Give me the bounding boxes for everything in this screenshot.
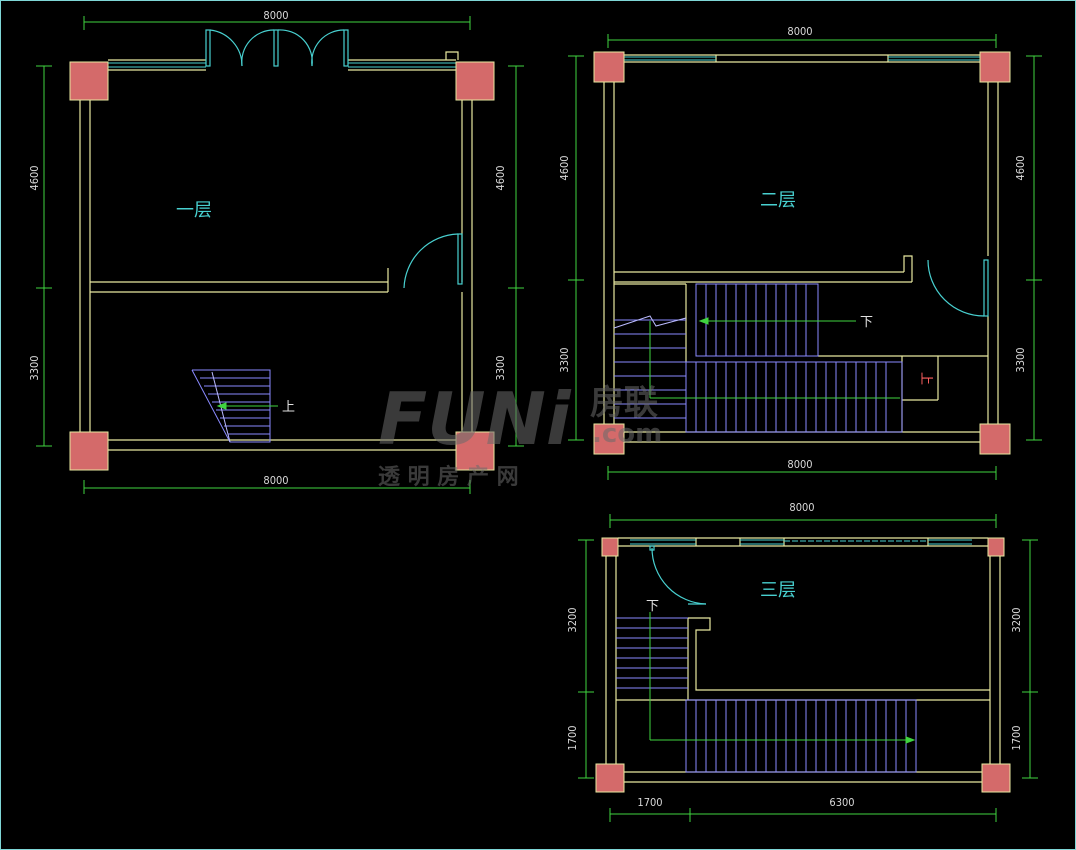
floor-1-walls [79, 51, 473, 452]
floor-2-dim-right-upper: 4600 [1014, 155, 1027, 180]
floor-3-dim-top: 8000 [789, 501, 814, 514]
floor-1-interior-door [403, 233, 463, 289]
floor-2-dim-right-lower: 3300 [1014, 347, 1027, 372]
floor-3-stair-lower [685, 699, 917, 773]
floor-2-dim-bottom: 8000 [787, 458, 812, 471]
floor-1-stair-label: 上 [282, 400, 295, 415]
floor-3-dim-right-lower: 1700 [1010, 725, 1023, 750]
floor-2-window [624, 56, 980, 61]
floor-1-dim-left-upper: 4600 [28, 165, 41, 190]
floor-2-room-label: 二层 [760, 190, 796, 211]
floor-3-walls [605, 537, 1001, 783]
floor-3-plan: 8000 1700 6300 3200 1700 3200 1700 [566, 501, 1038, 822]
floor-2-dimension-lines [568, 34, 1042, 480]
floor-1-dim-right-lower: 3300 [494, 355, 507, 380]
floor-3-dim-right-upper: 3200 [1010, 607, 1023, 632]
floor-3-dim-bottom-left: 1700 [637, 796, 662, 809]
watermark-domain: .com [592, 419, 662, 449]
floor-2-dim-left-upper: 4600 [558, 155, 571, 180]
floor-3-window [630, 539, 972, 545]
floor-2-dim-top: 8000 [787, 25, 812, 38]
floor-3-dimension-lines [578, 514, 1038, 822]
floor-2-stair-arrows [649, 317, 900, 399]
floor-1-window [108, 62, 456, 68]
floor-2-plan: 8000 8000 4600 3300 4600 3300 [558, 25, 1042, 480]
floor-1-dim-left-lower: 3300 [28, 355, 41, 380]
floor-3-dim-left-lower: 1700 [566, 725, 579, 750]
floor-1-dim-top: 8000 [263, 9, 288, 22]
floor-2-stair-up-label: 上 [918, 372, 933, 385]
floor-3-columns [595, 537, 1011, 793]
floor-3-door [649, 545, 707, 605]
watermark-slogan: 透 明 房 产 网 [378, 464, 519, 490]
floor-1-plan: 8000 8000 4600 3300 4600 3300 [28, 9, 524, 494]
floor-2-stair-lower [685, 361, 903, 433]
floor-3-stair-upper [616, 617, 688, 689]
watermark-brand-cn: 房联 [590, 383, 658, 423]
floor-3-stair-label: 下 [646, 599, 659, 614]
watermark-brand: FUNi [378, 377, 572, 461]
floor-2-stair-down-label: 下 [860, 315, 873, 330]
floor-3-dim-left-upper: 3200 [566, 607, 579, 632]
floor-1-room-label: 一层 [176, 200, 212, 221]
floor-1-dim-right-upper: 4600 [494, 165, 507, 190]
floor-1-stair-arrow [216, 402, 278, 410]
floor-3-room-label: 三层 [760, 580, 796, 601]
floor-3-dim-bottom-right: 6300 [829, 796, 854, 809]
floor-1-dim-bottom: 8000 [263, 474, 288, 487]
floor-2-dim-left-lower: 3300 [558, 347, 571, 372]
floor-3-stair-arrow [649, 612, 916, 744]
floor-2-walls [603, 54, 999, 443]
floor-1-columns [69, 61, 495, 471]
watermark: FUNi 房联 .com 透 明 房 产 网 [378, 377, 662, 490]
floor-2-stair-upper [695, 283, 819, 357]
floor-1-front-doors [205, 29, 349, 67]
floor-1-dimension-lines [36, 16, 524, 494]
floor-2-door [927, 259, 989, 317]
floor-2-columns [593, 51, 1011, 455]
